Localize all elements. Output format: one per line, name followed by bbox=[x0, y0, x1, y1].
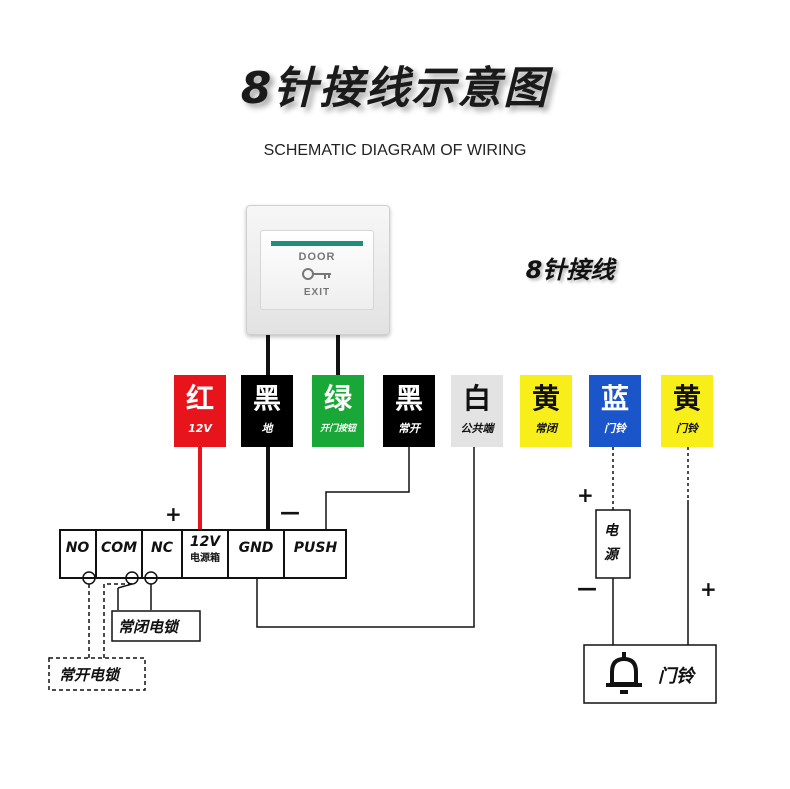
bell-icon bbox=[606, 652, 642, 694]
wire-tag-color-name: 黑 bbox=[394, 382, 423, 415]
terminal-label: COM bbox=[100, 540, 138, 556]
terminal-label: PUSH bbox=[293, 540, 338, 556]
wire-tag-color-name: 红 bbox=[185, 382, 214, 415]
wire-tag-function: 12V bbox=[188, 422, 212, 435]
terminal-block bbox=[59, 529, 347, 579]
indicator-strip bbox=[271, 241, 363, 246]
wire-tag-6: 黄常闭 bbox=[520, 375, 572, 447]
exit-switch-button[interactable]: DOOR EXIT bbox=[260, 230, 374, 310]
nc-lock-box bbox=[111, 610, 201, 642]
wire-white-common bbox=[256, 447, 475, 628]
nc-lock-label: 常闭电锁 bbox=[118, 618, 179, 636]
wire-tag-3: 绿开门按钮 bbox=[312, 375, 364, 447]
wire-tag-8: 黄门铃 bbox=[661, 375, 713, 447]
plus-power: + bbox=[577, 483, 594, 507]
terminal-12v: 12V 电源箱 bbox=[183, 530, 229, 578]
wire-tag-color-name: 白 bbox=[462, 382, 491, 415]
terminal-label: NO bbox=[65, 540, 90, 556]
bell-box bbox=[583, 644, 717, 704]
wire-tag-5: 白公共端 bbox=[451, 375, 503, 447]
no-lock-label: 常开电锁 bbox=[59, 666, 120, 684]
wire-tag-function: 常闭 bbox=[535, 422, 557, 435]
wire-tag-function: 常开 bbox=[398, 422, 420, 435]
terminal-label: NC bbox=[151, 540, 173, 556]
minus-power: — bbox=[577, 576, 597, 600]
wire-tag-function: 门铃 bbox=[604, 422, 626, 435]
terminal-label: GND bbox=[238, 540, 274, 556]
power-box bbox=[595, 509, 631, 579]
key-icon bbox=[302, 268, 331, 280]
no-lock-box bbox=[48, 657, 146, 691]
minus-gnd: — bbox=[280, 500, 300, 524]
wire-tag-color-name: 黄 bbox=[531, 382, 560, 415]
plus-12v: + bbox=[165, 502, 182, 526]
wire-tag-2: 黑地 bbox=[241, 375, 293, 447]
terminal-sublabel: 电源箱 bbox=[190, 553, 220, 564]
wire-tag-function: 公共端 bbox=[460, 422, 494, 435]
terminal-com: COM bbox=[97, 530, 143, 578]
wire-tag-color-name: 黄 bbox=[672, 382, 701, 415]
terminal-gnd: GND bbox=[229, 530, 285, 578]
plus-bell: + bbox=[700, 577, 717, 601]
wire-tag-color-name: 绿 bbox=[323, 382, 352, 415]
power-label-1: 电 bbox=[604, 523, 618, 539]
page-title: 8针接线示意图 bbox=[240, 63, 550, 114]
wire-tag-color-name: 黑 bbox=[252, 382, 281, 415]
page-subtitle: SCHEMATIC DIAGRAM OF WIRING bbox=[263, 142, 527, 159]
terminal-no: NO bbox=[60, 530, 97, 578]
switch-bottom-text: EXIT bbox=[303, 287, 331, 298]
wire-tag-function: 门铃 bbox=[676, 422, 698, 435]
wire-tag-function: 开门按钮 bbox=[319, 424, 356, 434]
wire-tag-4: 黑常开 bbox=[383, 375, 435, 447]
wire-tag-function: 地 bbox=[261, 422, 273, 435]
exit-switch-plate: DOOR EXIT bbox=[246, 205, 390, 335]
bell-label: 门铃 bbox=[658, 666, 694, 687]
pin-wiring-title: 8针接线 bbox=[525, 256, 615, 284]
wire-tag-color-name: 蓝 bbox=[600, 382, 629, 415]
wire-black-push bbox=[325, 447, 410, 530]
terminal-nc: NC bbox=[143, 530, 183, 578]
wire-tag-7: 蓝门铃 bbox=[589, 375, 641, 447]
wire-tag-1: 红 12V bbox=[174, 375, 226, 447]
terminal-push: PUSH bbox=[285, 530, 346, 578]
power-label-2: 源 bbox=[604, 547, 618, 563]
terminal-label: 12V bbox=[189, 534, 221, 550]
switch-top-text: DOOR bbox=[298, 251, 336, 263]
